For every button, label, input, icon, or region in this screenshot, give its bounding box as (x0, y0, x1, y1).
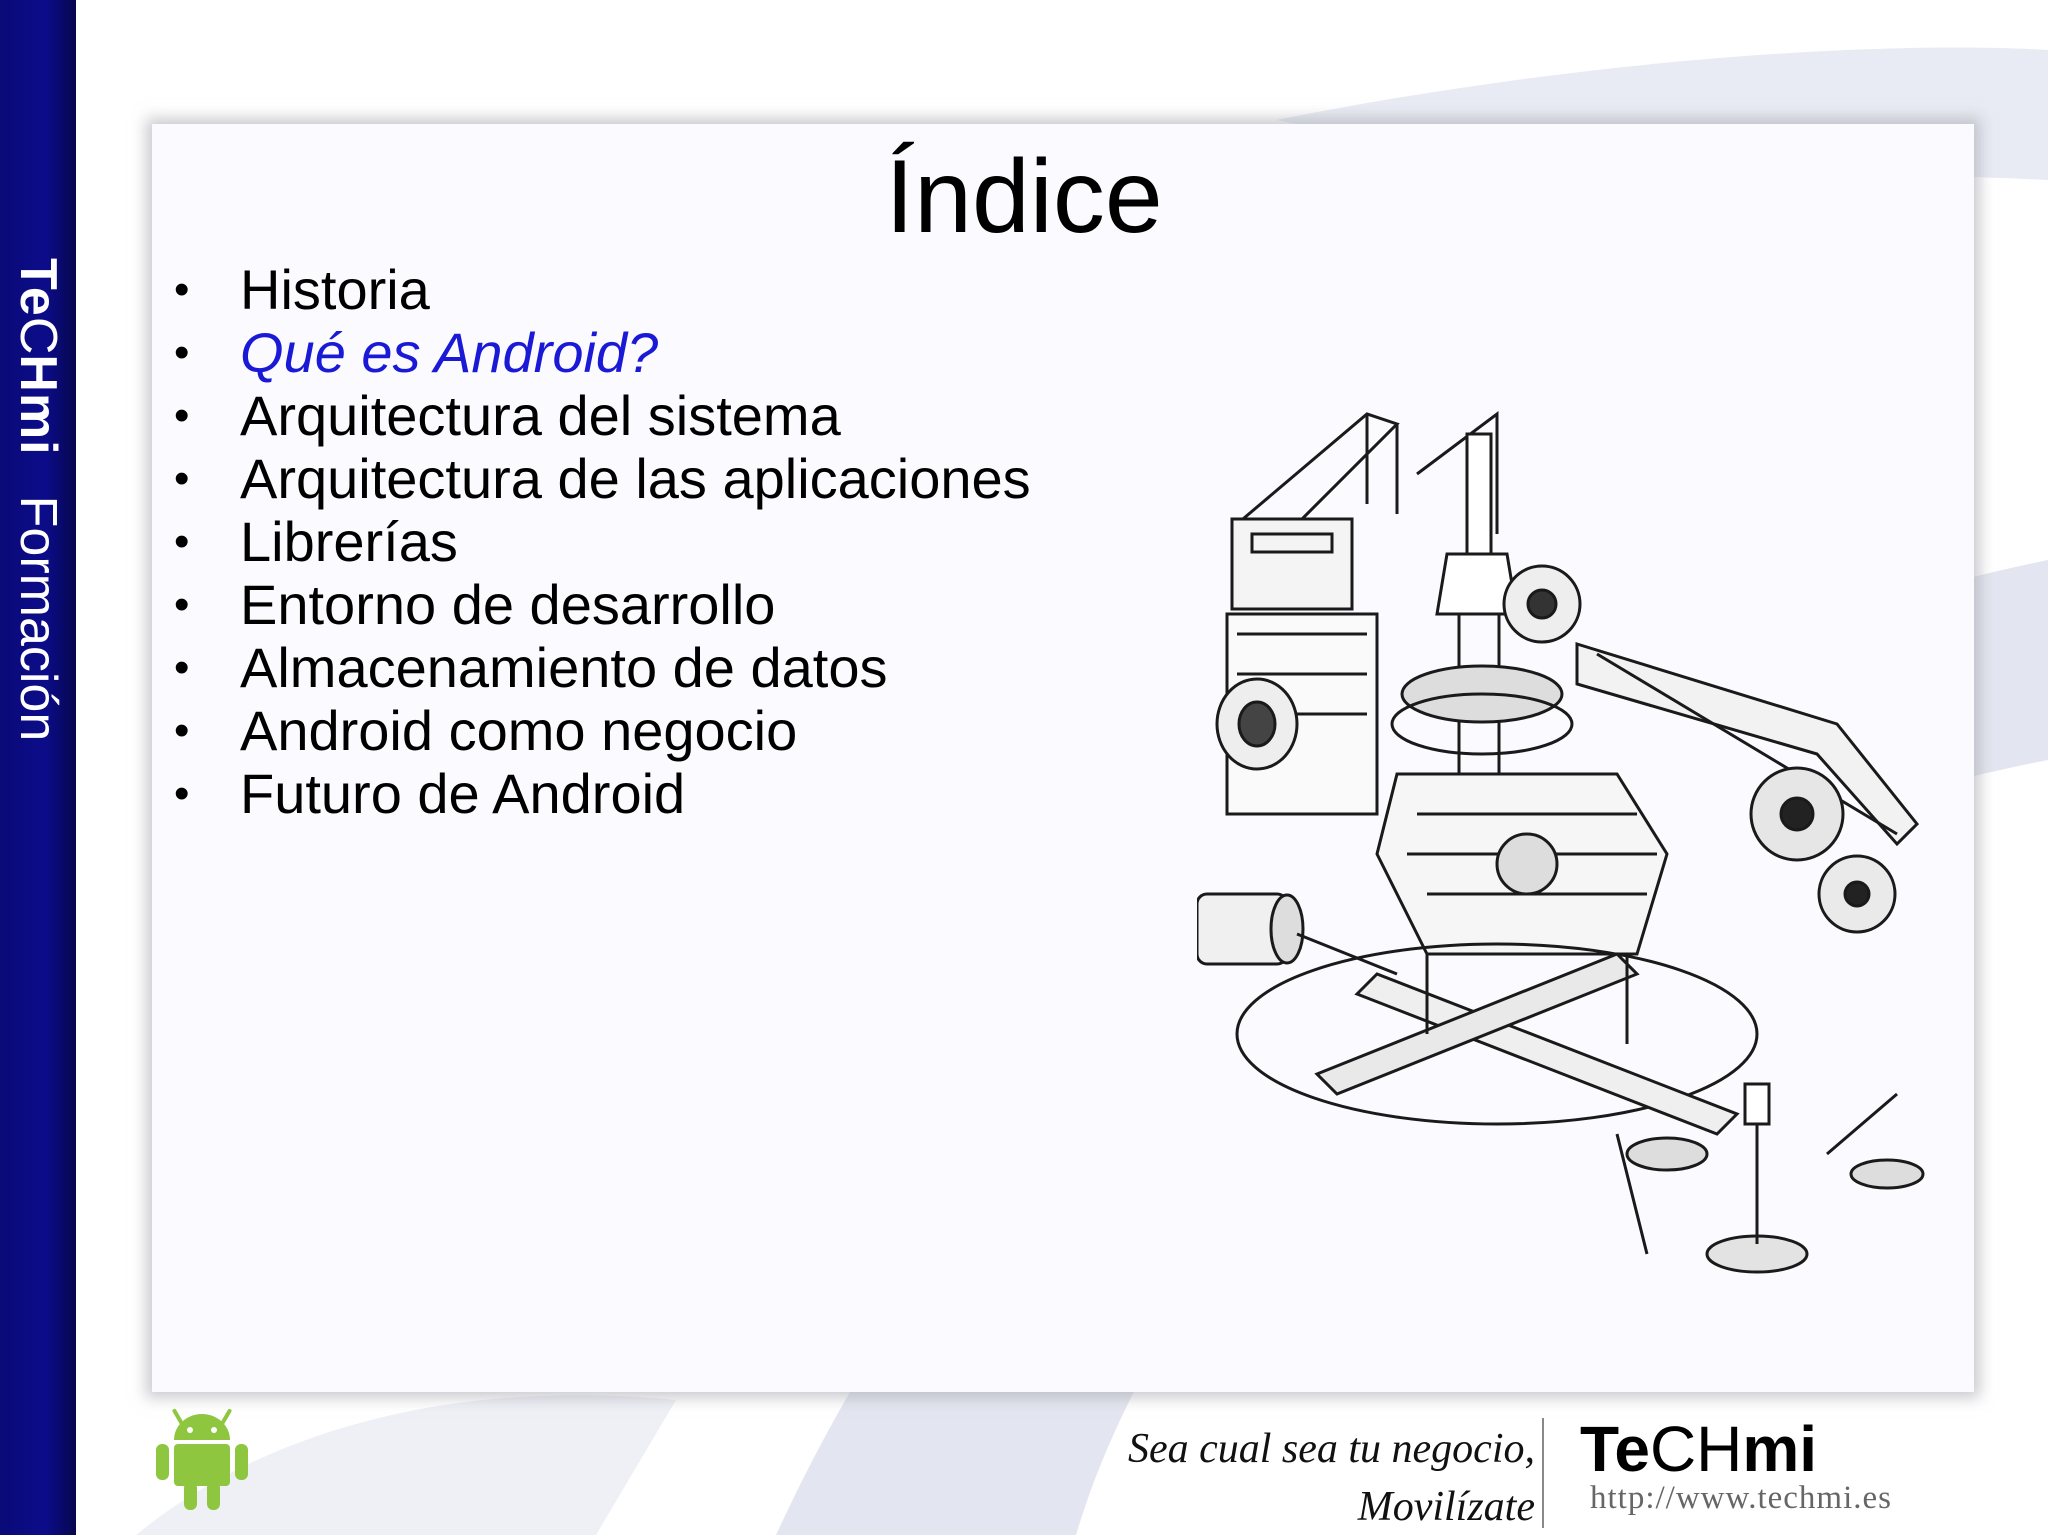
index-item-label: Futuro de Android (240, 762, 686, 825)
index-list-item: • Futuro de Android (174, 762, 1031, 825)
sidebar: TeCHmiFormación (0, 0, 76, 1535)
index-list-item: • Qué es Android? (174, 321, 1031, 384)
footer-brand-mi: mi (1742, 1413, 1818, 1485)
sidebar-subtitle: Formación (9, 495, 67, 742)
index-list-item: • Librerías (174, 510, 1031, 573)
slogan-line-2: Movilízate (1357, 1484, 1535, 1530)
index-item-label: Librerías (240, 510, 458, 573)
bullet-icon: • (174, 328, 190, 377)
footer-slogan: Sea cual sea tu negocio, Movilízate (1085, 1420, 1535, 1536)
index-list-item: • Arquitectura del sistema (174, 384, 1031, 447)
bullet-icon: • (174, 643, 190, 692)
index-item-label: Qué es Android? (240, 321, 659, 384)
slogan-line-1: Sea cual sea tu negocio, (1127, 1426, 1535, 1472)
footer-brand-logo: TeCHmi (1580, 1412, 1817, 1486)
bullet-icon: • (174, 391, 190, 440)
sidebar-brand-vertical: TeCHmiFormación (8, 258, 68, 1258)
index-item-label: Almacenamiento de datos (240, 636, 888, 699)
index-item-label: Entorno de desarrollo (240, 573, 776, 636)
index-list-item: • Arquitectura de las aplicaciones (174, 447, 1031, 510)
footer-divider (1542, 1418, 1544, 1528)
index-list-item: • Almacenamiento de datos (174, 636, 1031, 699)
slide-title: Índice (885, 139, 1163, 255)
index-list-item: • Historia (174, 258, 1031, 321)
slide-card: Índice • Historia • Qué es Android? • Arquite… (152, 124, 1974, 1392)
bullet-icon: • (174, 454, 190, 503)
footer-brand-te: Te (1580, 1413, 1650, 1485)
index-list: • Historia • Qué es Android? • Arquitectura d… (174, 258, 1031, 825)
index-item-label: Arquitectura de las aplicaciones (240, 447, 1031, 510)
sidebar-brand-te: Te (9, 258, 67, 317)
bullet-icon: • (174, 769, 190, 818)
footer-brand-ch: CH (1649, 1413, 1743, 1485)
index-list-item: • Android como negocio (174, 699, 1031, 762)
index-item-label: Android como negocio (240, 699, 798, 762)
footer-url: http://www.techmi.es (1590, 1480, 1892, 1516)
bullet-icon: • (174, 706, 190, 755)
bullet-icon: • (174, 265, 190, 314)
mechanical-engraving-illustration (1197, 411, 1925, 1274)
sidebar-brand-hmi: Hmi (9, 354, 67, 456)
index-item-label: Arquitectura del sistema (240, 384, 841, 447)
sidebar-brand-c: C (9, 316, 67, 355)
index-item-label: Historia (240, 258, 430, 321)
index-list-item: • Entorno de desarrollo (174, 573, 1031, 636)
android-logo-icon (156, 1408, 248, 1510)
bullet-icon: • (174, 580, 190, 629)
bullet-icon: • (174, 517, 190, 566)
